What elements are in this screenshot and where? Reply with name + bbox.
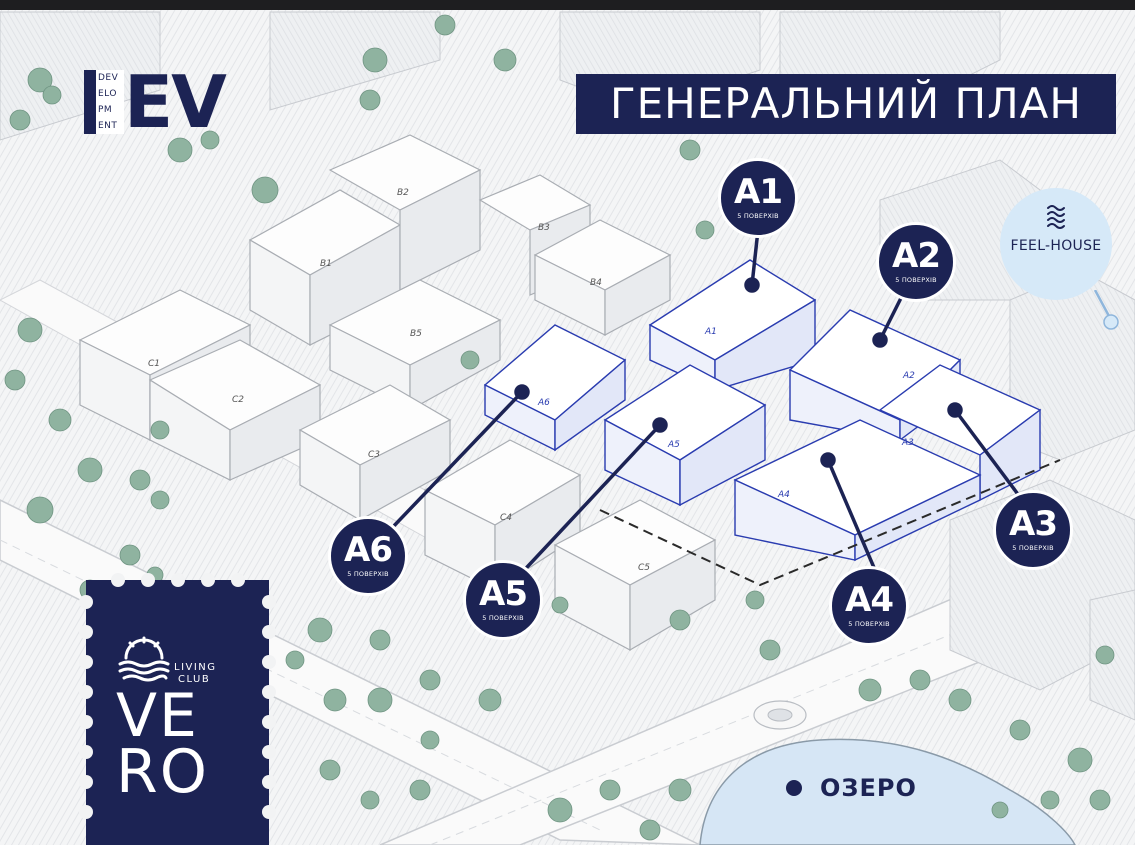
block-label-c4: C4 — [500, 513, 512, 523]
partner-badge[interactable]: FEEL-HOUSE — [1000, 188, 1112, 300]
building-badge-a4[interactable]: A4 5 ПОВЕРХІВ — [829, 566, 909, 646]
landmark-label: ОЗЕРО — [786, 773, 917, 803]
block-label-c1: C1 — [148, 359, 160, 369]
building-code: A2 — [892, 236, 941, 276]
block-label-a2: A2 — [902, 371, 915, 381]
building-code: A6 — [344, 530, 393, 570]
block-label-a6: A6 — [537, 398, 550, 408]
building-floors: 5 ПОВЕРХІВ — [1012, 544, 1054, 552]
block-label-c3: C3 — [368, 450, 380, 460]
developer-logo-word: EV — [124, 60, 227, 144]
building-badge-a6[interactable]: A6 5 ПОВЕРХІВ — [328, 516, 408, 596]
developer-logo: DEV ELO PM ENT EV — [84, 60, 227, 144]
block-label-b4: B4 — [590, 278, 602, 288]
block-label-a3: A3 — [901, 438, 914, 448]
block-label-b1: B1 — [320, 259, 332, 269]
building-floors: 5 ПОВЕРХІВ — [848, 620, 890, 628]
developer-logo-line: ENT — [98, 120, 118, 131]
wave-stack-icon — [1047, 205, 1065, 229]
block-label-a1: A1 — [704, 327, 717, 337]
block-label-b2: B2 — [397, 188, 409, 198]
landmark-dot — [786, 780, 802, 796]
project-name-bottom: RO — [116, 737, 209, 807]
site-boundary — [599, 459, 1061, 587]
block-label-c5: C5 — [638, 563, 650, 573]
project-line1: LIVING — [174, 662, 217, 673]
building-badge-a3[interactable]: A3 5 ПОВЕРХІВ — [993, 490, 1073, 570]
grey-buildings — [78, 134, 717, 652]
project-logo: LIVING CLUB VE RO — [86, 580, 269, 845]
block-label-b5: B5 — [410, 329, 422, 339]
project-name-top: VE — [116, 681, 199, 751]
roundabout — [753, 700, 807, 730]
developer-logo-bar: DEV ELO PM ENT — [84, 70, 124, 134]
project-line2: CLUB — [178, 674, 211, 685]
developer-logo-line: DEV — [98, 72, 119, 83]
stamp-edges — [79, 573, 276, 819]
developer-logo-sub: DEV ELO PM ENT — [96, 70, 124, 134]
building-badge-a1[interactable]: A1 5 ПОВЕРХІВ — [718, 158, 798, 238]
landmark-name: ОЗЕРО — [820, 774, 917, 802]
block-label-c2: C2 — [232, 395, 244, 405]
partner-pointer — [1093, 290, 1119, 330]
developer-logo-line: PM — [98, 104, 113, 115]
leader-lines — [388, 229, 1022, 582]
building-code: A1 — [734, 172, 783, 212]
trees — [4, 14, 1115, 841]
building-code: A5 — [479, 574, 528, 614]
top-bar — [0, 0, 1135, 10]
block-label-a4: A4 — [777, 490, 790, 500]
block-labels: A1 A2 A3 A4 A5 A6 B1 B2 B3 B4 B5 C1 C2 C… — [148, 188, 915, 573]
building-badge-a2[interactable]: A2 5 ПОВЕРХІВ — [876, 222, 956, 302]
sun-waves-icon — [118, 636, 170, 682]
building-code: A4 — [845, 580, 894, 620]
page-title: ГЕНЕРАЛЬНИЙ ПЛАН — [576, 74, 1116, 134]
building-floors: 5 ПОВЕРХІВ — [482, 614, 524, 622]
partner-name: FEEL-HOUSE — [1010, 238, 1102, 254]
building-code: A3 — [1009, 504, 1058, 544]
building-floors: 5 ПОВЕРХІВ — [737, 212, 779, 220]
building-badge-a5[interactable]: A5 5 ПОВЕРХІВ — [463, 560, 543, 640]
building-floors: 5 ПОВЕРХІВ — [347, 570, 389, 578]
block-label-a5: A5 — [667, 440, 680, 450]
building-floors: 5 ПОВЕРХІВ — [895, 276, 937, 284]
lake — [699, 738, 1076, 845]
block-label-b3: B3 — [538, 223, 550, 233]
developer-logo-line: ELO — [98, 88, 117, 99]
